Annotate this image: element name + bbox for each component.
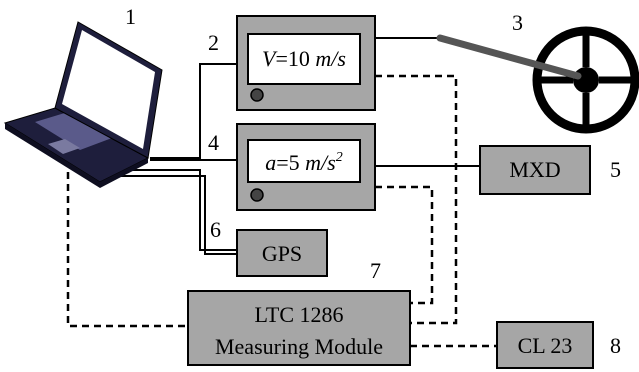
- steering-wheel-icon: [436, 26, 639, 134]
- speed-box-indicator-led: [250, 88, 264, 102]
- accel-box-indicator-led: [250, 188, 264, 202]
- callout-5: 5: [610, 157, 621, 182]
- dash-laptop-to-ltc: [66, 172, 188, 328]
- callout-8: 8: [610, 333, 621, 358]
- gps-box: GPS: [236, 229, 328, 277]
- accel-sensor-box: a=5 m/s2: [236, 123, 376, 211]
- speed-sensor-box: V=10 m/s: [236, 15, 376, 111]
- callout-numbers: 1 2 3 4 5 6 7 8: [125, 4, 621, 358]
- laptop-icon: [3, 21, 163, 188]
- cl23-box: CL 23: [496, 321, 594, 369]
- wire-laptop-speed-box: [150, 63, 237, 159]
- mxd-label: MXD: [509, 157, 560, 182]
- ltc-label-line2: Measuring Module: [215, 334, 383, 359]
- wire-laptop-gps: [110, 169, 237, 251]
- callout-4: 4: [208, 130, 219, 155]
- dash-accel-box-to-ltc: [375, 185, 434, 305]
- wire-laptop-gps-2: [110, 175, 237, 255]
- dash-speed-box-to-ltc: [375, 74, 458, 325]
- callout-3: 3: [512, 10, 523, 35]
- ltc-label-line1: LTC 1286: [254, 302, 343, 327]
- accel-display-text: a=5 m/s2: [265, 150, 342, 175]
- callout-2: 2: [208, 30, 219, 55]
- cl23-label: CL 23: [518, 333, 573, 358]
- gps-label: GPS: [262, 241, 302, 266]
- accel-display: [247, 139, 361, 183]
- speed-display-text: V=10 m/s: [262, 46, 346, 71]
- callout-6: 6: [210, 217, 221, 242]
- callout-7: 7: [370, 258, 381, 283]
- solid-connections: [110, 37, 480, 255]
- mxd-box: MXD: [479, 145, 591, 195]
- steering-rod: [436, 34, 582, 80]
- dashed-connections: [66, 74, 497, 348]
- callout-1: 1: [125, 4, 136, 29]
- speed-display: [247, 33, 361, 85]
- ltc-measuring-module-box: LTC 1286 Measuring Module: [187, 290, 411, 366]
